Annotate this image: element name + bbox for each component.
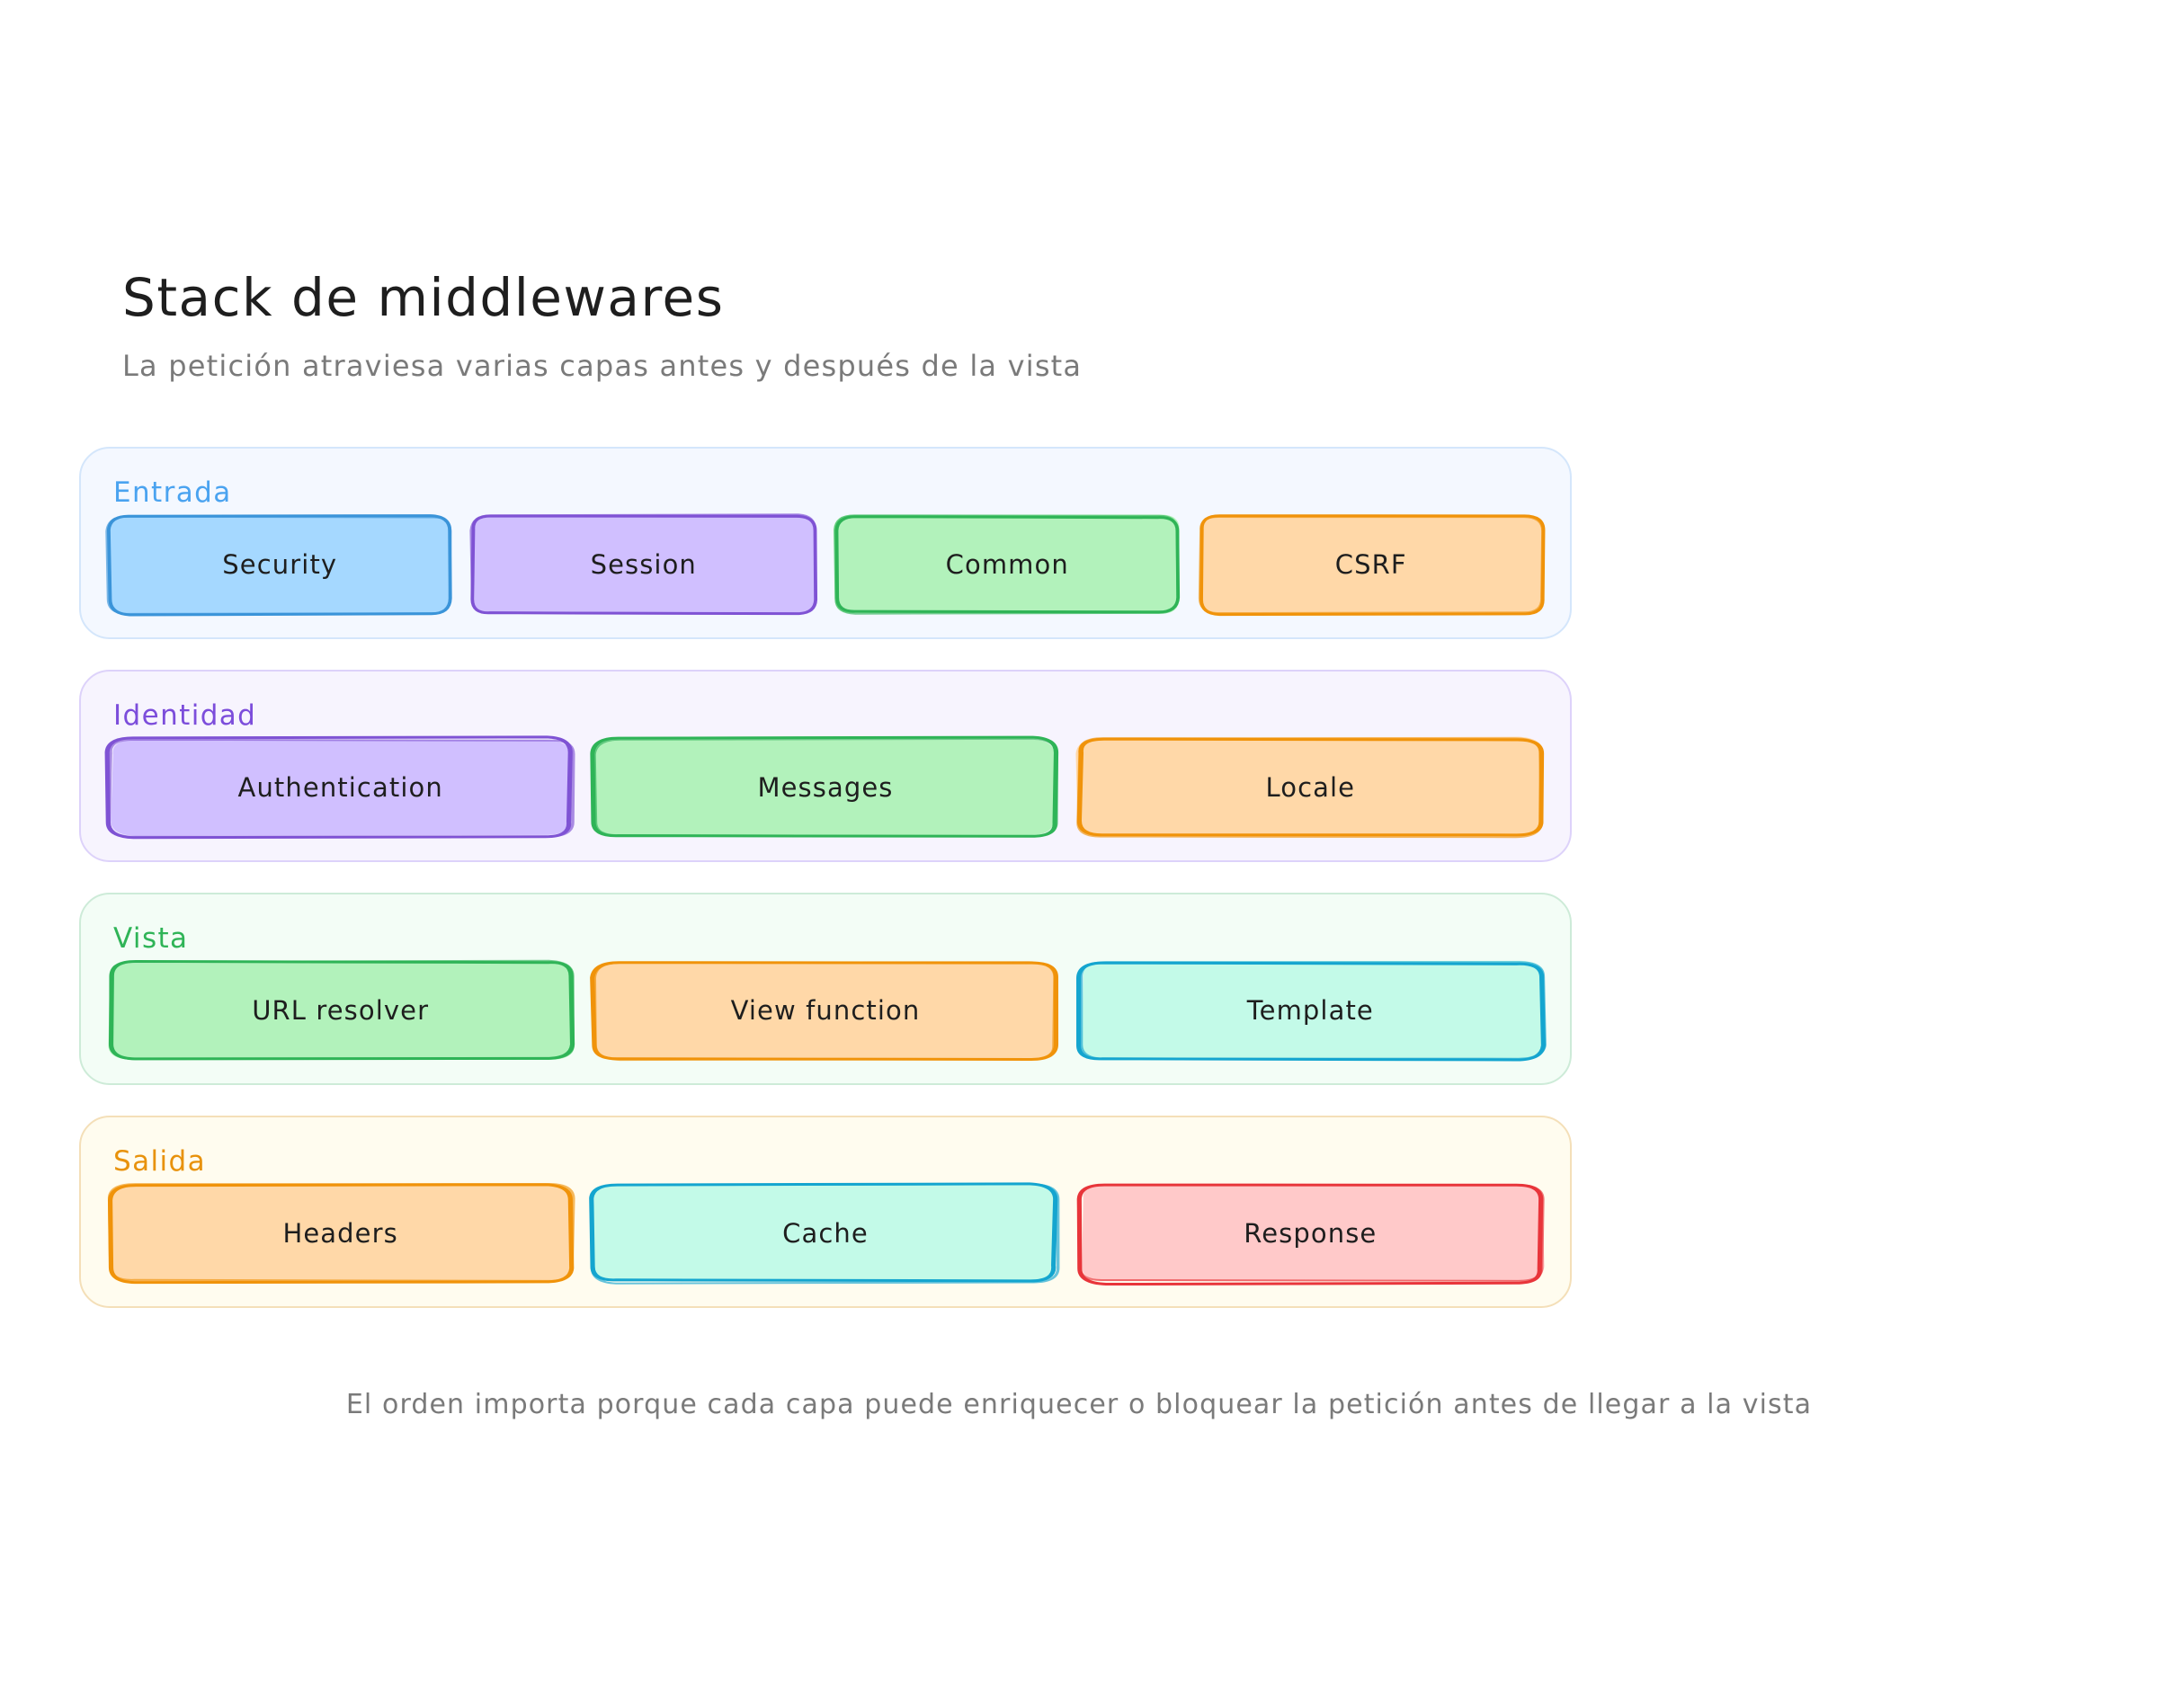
node-shape bbox=[104, 735, 575, 840]
node-label: CSRF bbox=[1334, 549, 1407, 581]
node-common[interactable]: Common bbox=[833, 514, 1181, 615]
node-label: Template bbox=[1246, 995, 1374, 1027]
node-view-function[interactable]: View function bbox=[590, 961, 1059, 1062]
node-label: URL resolver bbox=[252, 995, 430, 1027]
group-label-salida: Salida bbox=[113, 1145, 206, 1179]
node-session[interactable]: Session bbox=[468, 513, 817, 616]
node-shape bbox=[1075, 736, 1544, 839]
node-shape bbox=[1198, 514, 1545, 617]
node-label: Response bbox=[1244, 1218, 1378, 1250]
node-shape bbox=[589, 1182, 1060, 1285]
group-node-row: Authentication Messages Locale bbox=[104, 735, 1544, 840]
node-shape bbox=[833, 514, 1181, 615]
node-label: Common bbox=[945, 549, 1069, 581]
node-shape bbox=[105, 514, 452, 617]
node-cache[interactable]: Cache bbox=[589, 1182, 1060, 1285]
node-security[interactable]: Security bbox=[105, 514, 452, 617]
node-shape bbox=[590, 735, 1059, 838]
node-template[interactable]: Template bbox=[1075, 961, 1547, 1062]
footer-note: El orden importa porque cada capa puede … bbox=[345, 1389, 1813, 1420]
node-label: Cache bbox=[782, 1218, 869, 1250]
node-label: Messages bbox=[757, 772, 894, 804]
node-messages[interactable]: Messages bbox=[590, 735, 1059, 838]
node-shape bbox=[468, 513, 817, 616]
group-node-row: Headers Cache Response bbox=[107, 1182, 1545, 1286]
node-response[interactable]: Response bbox=[1076, 1183, 1545, 1286]
node-csrf[interactable]: CSRF bbox=[1198, 514, 1545, 617]
node-shape bbox=[108, 960, 575, 1061]
node-label: Authentication bbox=[237, 772, 443, 804]
node-label: Session bbox=[590, 549, 697, 581]
node-shape bbox=[1075, 961, 1547, 1062]
page-title: Stack de middlewares bbox=[122, 267, 725, 328]
header: Stack de middlewares La petición atravie… bbox=[122, 267, 1651, 383]
node-shape bbox=[1076, 1183, 1545, 1286]
node-shape bbox=[107, 1183, 575, 1285]
node-authentication[interactable]: Authentication bbox=[104, 735, 575, 840]
node-url-resolver[interactable]: URL resolver bbox=[108, 960, 575, 1061]
group-node-row: URL resolver View function Template bbox=[108, 960, 1547, 1062]
node-label: Headers bbox=[282, 1218, 398, 1250]
page-subtitle: La petición atraviesa varias capas antes… bbox=[122, 348, 1083, 383]
group-label-vista: Vista bbox=[113, 922, 189, 956]
node-label: Security bbox=[222, 549, 338, 581]
group-node-row: Security Session Common CSRF bbox=[105, 513, 1545, 617]
node-locale[interactable]: Locale bbox=[1075, 736, 1544, 839]
node-label: View function bbox=[730, 995, 921, 1027]
node-shape bbox=[590, 961, 1059, 1062]
group-label-entrada: Entrada bbox=[113, 476, 232, 509]
group-label-identidad: Identidad bbox=[113, 699, 257, 733]
node-headers[interactable]: Headers bbox=[107, 1183, 575, 1285]
node-label: Locale bbox=[1265, 772, 1356, 804]
